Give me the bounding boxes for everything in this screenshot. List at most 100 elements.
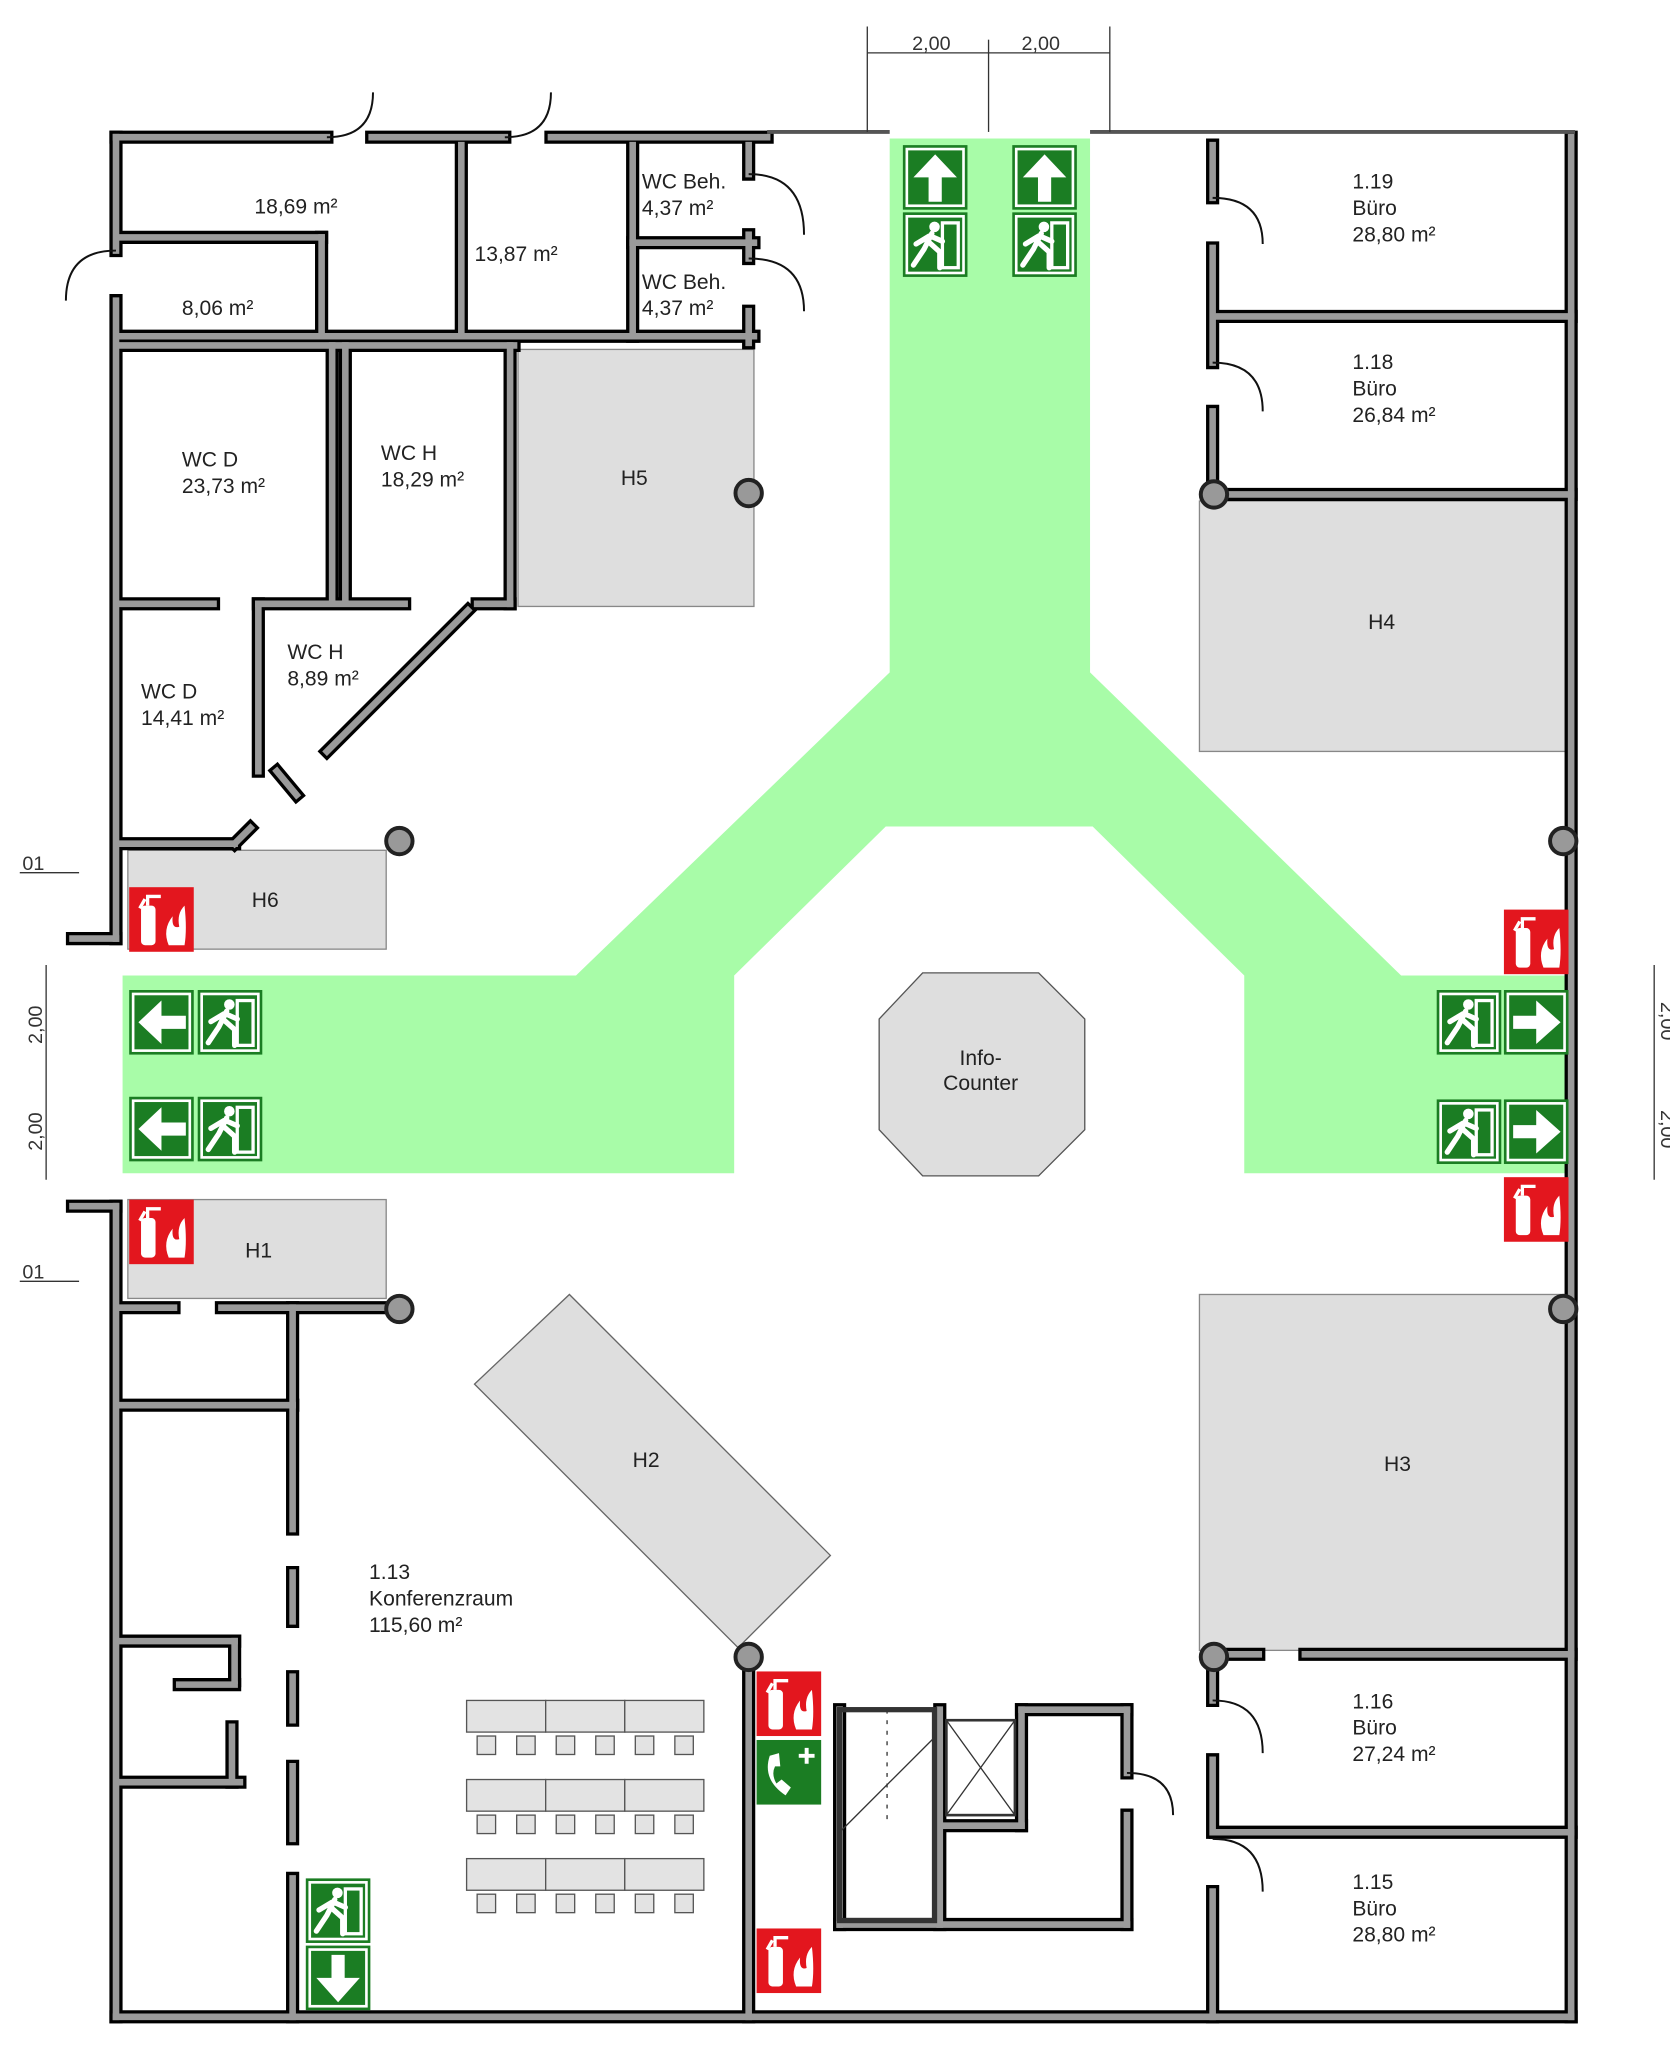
sign-border	[1439, 1102, 1499, 1162]
door[interactable]	[1212, 1699, 1264, 1754]
dim-right-1: 2,00	[1656, 1002, 1670, 1040]
exit-arrow-left-sign	[129, 1096, 194, 1162]
door[interactable]	[64, 249, 116, 301]
arrow-down-icon	[316, 1954, 360, 2003]
extinguisher-nozzle-icon	[765, 1679, 789, 1694]
exit-running-man-sign	[1012, 212, 1077, 277]
running-man-icon	[205, 1008, 240, 1048]
sign-border	[131, 1099, 192, 1159]
column	[733, 477, 764, 509]
arrow-right-icon	[1513, 1109, 1561, 1154]
door[interactable]	[748, 173, 806, 235]
chair	[516, 1814, 536, 1835]
running-man-icon	[205, 1115, 240, 1155]
person-icon	[1463, 1108, 1474, 1120]
door[interactable]	[504, 92, 552, 139]
arrow-up-icon	[913, 154, 957, 202]
safety-signs	[129, 145, 1569, 2011]
stand-h3[interactable]	[1198, 1293, 1572, 1652]
person-icon	[224, 1105, 235, 1117]
dim-top-right: 2,00	[1022, 33, 1060, 55]
table	[545, 1699, 626, 1733]
sign-border	[1014, 214, 1075, 275]
exit-running-man-sign	[902, 212, 968, 277]
person-icon	[1038, 221, 1050, 233]
person-icon	[332, 1887, 343, 1899]
stand-h4[interactable]	[1198, 500, 1572, 753]
room-13-87: 13,87 m²	[475, 243, 558, 266]
wall-fill	[322, 605, 473, 757]
running-man-icon	[1020, 230, 1055, 271]
sign-border	[905, 214, 965, 275]
door[interactable]	[1212, 361, 1264, 412]
arrow-up-icon	[1022, 154, 1067, 202]
chair	[634, 1893, 655, 1914]
person-icon	[224, 999, 235, 1010]
fire-extinguisher-sign	[129, 887, 194, 952]
emergency-phone-sign	[756, 1739, 822, 1805]
door[interactable]	[748, 257, 806, 312]
sign-bg	[756, 1739, 822, 1805]
wall-fill	[272, 766, 302, 800]
chair	[476, 1893, 497, 1914]
exit-running-man-sign	[1436, 990, 1502, 1055]
chair	[634, 1814, 655, 1835]
running-man-icon	[1444, 1117, 1479, 1158]
exit-running-man-sign	[305, 1878, 371, 1943]
flame-icon	[166, 905, 186, 946]
extinguisher-icon	[768, 1946, 783, 1987]
sign-border	[1506, 992, 1566, 1052]
flame-icon	[166, 1218, 186, 1258]
room-18-69: 18,69 m²	[254, 196, 337, 219]
room-wc-beh-2: WC Beh.4,37 m²	[642, 271, 726, 320]
stand-h5[interactable]	[517, 348, 755, 608]
axis-label-top: 01	[22, 853, 44, 875]
running-man-icon	[313, 1896, 348, 1937]
table	[465, 1699, 547, 1733]
elevator	[945, 1718, 1017, 1817]
stand-label-h6: H6	[252, 889, 279, 912]
sign-border	[905, 147, 965, 208]
dimensions	[19, 26, 1655, 1282]
column	[384, 825, 415, 857]
table	[624, 1778, 705, 1812]
sign-border	[308, 1948, 368, 2008]
room-wc-beh-1: WC Beh.4,37 m²	[642, 171, 726, 220]
stand-label-h4: H4	[1368, 611, 1395, 634]
exit-arrow-left-sign	[129, 990, 194, 1055]
stand-h2[interactable]	[473, 1293, 832, 1649]
chair	[555, 1814, 576, 1835]
table	[465, 1857, 547, 1891]
arrow-right-icon	[1513, 1000, 1561, 1045]
dim-left-2: 2,00	[25, 1112, 47, 1150]
sign-border	[1506, 1102, 1566, 1162]
info-counter[interactable]	[878, 972, 1086, 1177]
conference-tables	[465, 1699, 705, 1914]
extinguisher-icon	[141, 905, 156, 946]
chair	[476, 1735, 497, 1756]
door[interactable]	[1126, 1771, 1175, 1816]
door[interactable]	[326, 92, 375, 139]
extinguisher-nozzle-icon	[1513, 1184, 1536, 1200]
door[interactable]	[1212, 196, 1264, 244]
extinguisher-nozzle-icon	[138, 894, 161, 910]
fire-extinguisher-sign	[756, 1928, 822, 1994]
table	[624, 1857, 705, 1891]
walls	[64, 92, 1578, 2024]
door[interactable]	[1212, 1837, 1264, 1892]
plus-icon	[798, 1747, 815, 1764]
chair	[516, 1735, 536, 1756]
extinguisher-icon	[1515, 928, 1531, 968]
person-icon	[1463, 999, 1474, 1010]
extinguisher-icon	[141, 1218, 156, 1258]
